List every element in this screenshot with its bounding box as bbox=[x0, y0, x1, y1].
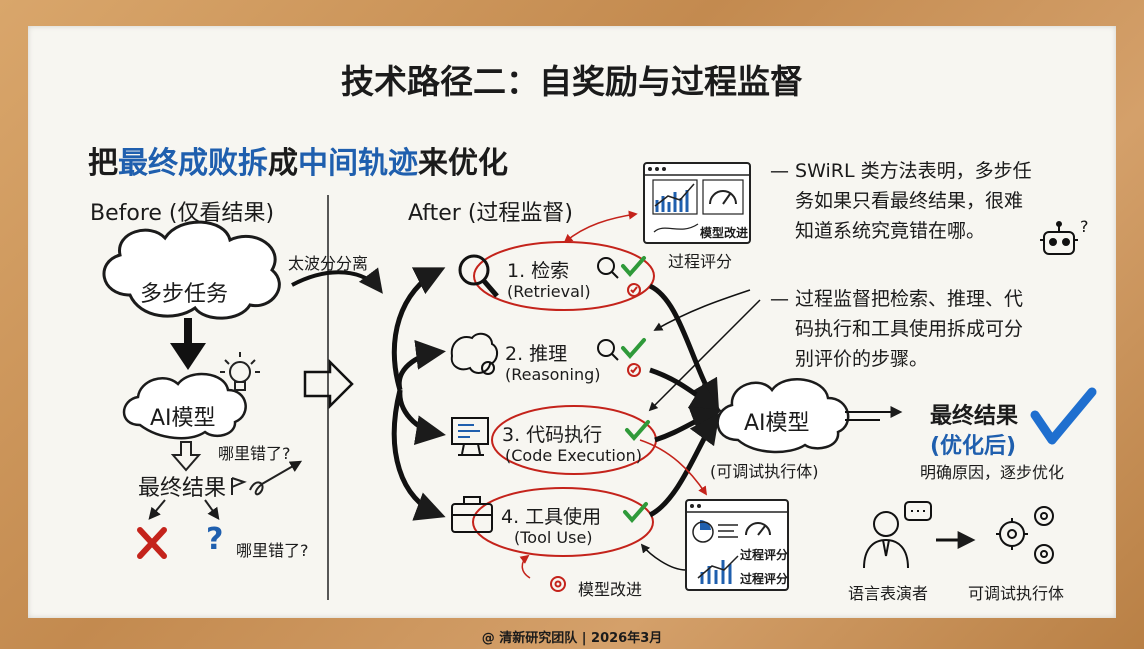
hollow-down-arrow bbox=[170, 441, 202, 472]
toolbox-icon bbox=[451, 496, 493, 533]
after-heading: After (过程监督) bbox=[408, 201, 573, 226]
step-3-title: 3. 代码执行 bbox=[502, 424, 603, 446]
footer-credit: @ 清新研究团队 | 2026年3月 bbox=[481, 631, 663, 646]
scoring-top-inner: 模型改进 bbox=[700, 226, 749, 240]
where-wrong-label-2: 哪里错了? bbox=[236, 541, 309, 560]
model-improve-label: 模型改进 bbox=[578, 580, 643, 599]
final-result-sub: (优化后) bbox=[930, 434, 1017, 459]
step-3-en: (Code Execution) bbox=[505, 446, 643, 465]
scoring-card-bottom bbox=[685, 499, 789, 591]
scoring-bottom-line-1: 过程评分 bbox=[740, 548, 789, 562]
gears-icon bbox=[996, 506, 1054, 564]
transform-to: 可调试执行体 bbox=[968, 584, 1065, 603]
hollow-right-arrow bbox=[303, 358, 354, 410]
before-heading: Before (仅看结果) bbox=[90, 201, 275, 226]
before-model-label: AI模型 bbox=[150, 406, 216, 431]
split-arrow-label: 太波分分离 bbox=[288, 254, 369, 273]
person-icon bbox=[863, 501, 932, 569]
model-cloud-before bbox=[122, 372, 247, 440]
scoring-top-caption: 过程评分 bbox=[668, 252, 733, 271]
model-cloud-center bbox=[716, 378, 850, 454]
subtitle-part-3: 成 bbox=[268, 146, 298, 181]
fan-arrows bbox=[391, 267, 446, 521]
lightbulb-icon bbox=[220, 352, 260, 391]
gear-small-icon bbox=[550, 576, 566, 592]
note-1-line-2: 务如果只看最终结果，很难 bbox=[795, 190, 1024, 212]
robot-question-mark: ? bbox=[1080, 217, 1089, 236]
robot-icon bbox=[1040, 221, 1078, 255]
step-2-en: (Reasoning) bbox=[505, 365, 601, 384]
magnifier-icon bbox=[458, 254, 499, 298]
scoring-card-top bbox=[643, 162, 751, 244]
step-1-title: 1. 检索 bbox=[507, 260, 570, 282]
scoring-bottom-line-2: 过程评分 bbox=[740, 572, 789, 586]
subtitle-part-4: 中间轨迹 bbox=[298, 146, 418, 181]
split-arrow bbox=[291, 267, 383, 294]
note-2-line-3: 别评价的步骤。 bbox=[795, 348, 929, 370]
page-title: 技术路径二：自奖励与过程监督 bbox=[341, 62, 803, 101]
note-2-line-2: 码执行和工具使用拆成可分 bbox=[795, 318, 1024, 340]
task-label: 多步任务 bbox=[140, 282, 229, 307]
subtitle-part-5: 来优化 bbox=[418, 146, 508, 181]
subtitle-part-2: 最终成败拆 bbox=[118, 146, 268, 181]
subtitle-part-1: 把 bbox=[88, 146, 118, 181]
step-2-title: 2. 推理 bbox=[505, 343, 568, 365]
final-result-caption: 明确原因，逐步优化 bbox=[920, 463, 1065, 482]
center-model-label: AI模型 bbox=[744, 411, 810, 436]
final-result-before: 最终结果 bbox=[138, 476, 227, 501]
transform-from: 语言表演者 bbox=[848, 584, 929, 603]
where-wrong-label-1: 哪里错了? bbox=[218, 444, 291, 463]
step-4-en: (Tool Use) bbox=[514, 528, 593, 547]
subtitle: 把最终成败拆成中间轨迹来优化 bbox=[88, 138, 508, 182]
step4-ring bbox=[472, 487, 654, 557]
note-1-line-1: — SWiRL 类方法表明，多步任 bbox=[770, 160, 1032, 182]
flag-icon bbox=[231, 477, 247, 495]
cross-icon bbox=[137, 527, 167, 559]
brain-icon bbox=[450, 332, 498, 375]
center-model-caption: (可调试执行体) bbox=[710, 462, 819, 481]
task-cloud bbox=[102, 220, 281, 320]
check-icon bbox=[621, 256, 650, 524]
code-monitor-icon bbox=[451, 417, 489, 456]
note-1-line-3: 知道系统究竟错在哪。 bbox=[795, 220, 986, 242]
note-2-line-1: — 过程监督把检索、推理、代 bbox=[770, 288, 1024, 310]
question-icon: ? bbox=[206, 522, 224, 557]
big-checkmark-icon bbox=[1030, 387, 1097, 445]
step-1-en: (Retrieval) bbox=[507, 282, 591, 301]
step-4-title: 4. 工具使用 bbox=[501, 506, 602, 528]
final-result-title: 最终结果 bbox=[930, 404, 1019, 429]
